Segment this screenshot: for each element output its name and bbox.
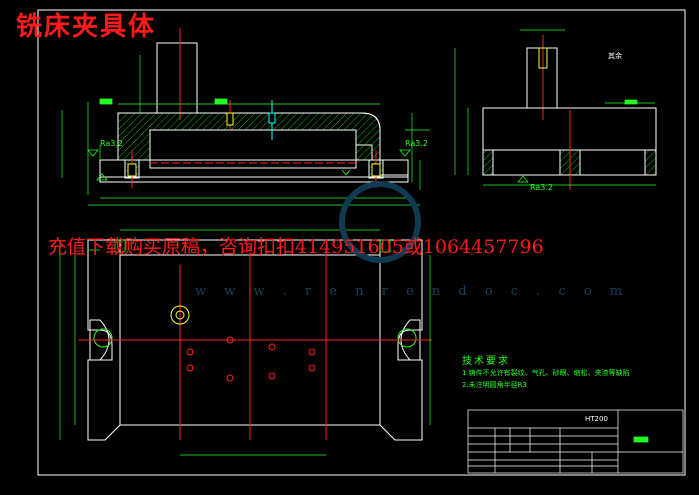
front-view: [61, 28, 430, 206]
tech-requirement-2: 2.未注明圆角半径R3: [462, 381, 527, 389]
drawing-title: 铣床夹具体: [16, 12, 157, 42]
tech-requirements-title: 技术要求: [462, 356, 510, 367]
roughness-label-3: Ra3.2: [530, 183, 554, 192]
material-label: HT200: [585, 415, 608, 423]
tech-requirement-1: 1.铸件不允许有裂纹、气孔、砂眼、缩松、夹渣等缺陷: [462, 369, 630, 377]
title-block: [467, 409, 684, 474]
watermark-logo: [339, 181, 421, 263]
surface-note: 其余: [608, 52, 622, 60]
watermark-url: w w w . r e n r e n d o c . c o m: [195, 284, 630, 299]
side-view: [454, 29, 657, 190]
roughness-label-2: Ra3.2: [405, 139, 429, 148]
roughness-label-1: Ra3.2: [100, 139, 124, 148]
purchase-banner: 充值下载购买原稿，咨询扣扣414951605或1064457796: [48, 236, 544, 258]
top-view: [59, 229, 432, 456]
drawing-frame: [37, 9, 686, 476]
